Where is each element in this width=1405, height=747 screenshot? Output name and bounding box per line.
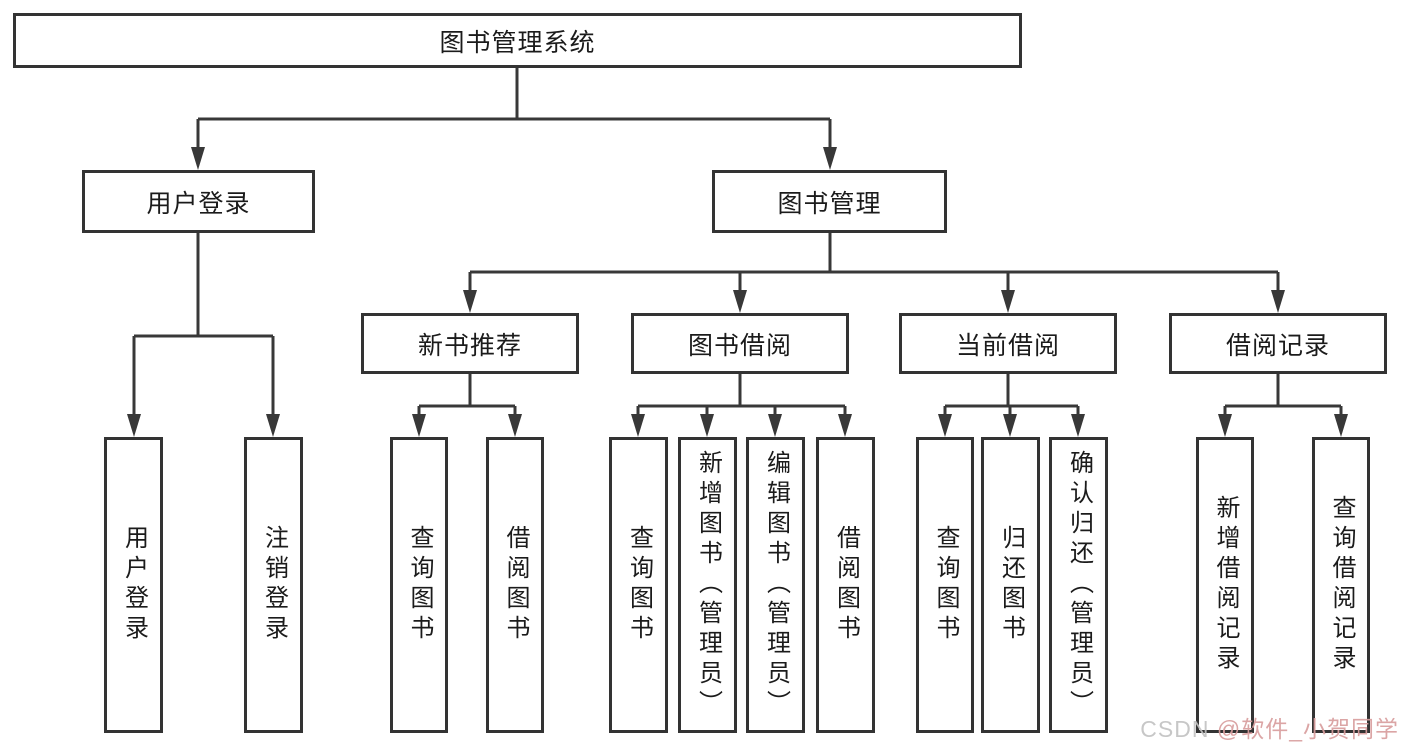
leaf-label: 用户登录 — [120, 525, 148, 645]
wires-user-login-branch — [127, 233, 280, 437]
wires-root-to-level2 — [191, 68, 837, 170]
node-book-borrowing: 图书借阅 — [631, 313, 849, 374]
wires-borrowing-records — [1218, 374, 1348, 437]
node-borrow-books-recommend: 借阅图书 — [486, 437, 544, 733]
leaf-label: 查询图书 — [932, 525, 959, 645]
wires-book-borrowing — [631, 374, 852, 437]
leaf-label: 查询图书 — [406, 525, 433, 645]
node-edit-books-admin: 编辑图书（管理员） — [746, 437, 805, 733]
node-return-books: 归还图书 — [981, 437, 1040, 733]
watermark-handle: @软件_小贺同学 — [1216, 716, 1399, 742]
leaf-label: 新增图书（管理员） — [694, 450, 722, 720]
leaf-label: 确认归还（管理员） — [1065, 450, 1093, 720]
node-user-login: 用户登录 — [104, 437, 163, 733]
leaf-label: 注销登录 — [260, 525, 288, 645]
node-add-borrow-record: 新增借阅记录 — [1196, 437, 1254, 733]
node-borrowing-records: 借阅记录 — [1169, 313, 1387, 374]
node-query-books-borrowing: 查询图书 — [609, 437, 668, 733]
leaf-label: 编辑图书（管理员） — [762, 450, 790, 720]
node-logout: 注销登录 — [244, 437, 303, 733]
node-confirm-return-admin: 确认归还（管理员） — [1049, 437, 1108, 733]
node-new-book-recommend: 新书推荐 — [361, 313, 579, 374]
node-user-login-branch: 用户登录 — [82, 170, 315, 233]
leaf-label: 归还图书 — [997, 525, 1025, 645]
leaf-label: 借阅图书 — [832, 525, 860, 645]
node-library-management-system: 图书管理系统 — [13, 13, 1022, 68]
wires-current-borrowing — [938, 374, 1085, 437]
node-query-books-recommend: 查询图书 — [390, 437, 448, 733]
node-add-books-admin: 新增图书（管理员） — [678, 437, 737, 733]
leaf-label: 借阅图书 — [502, 525, 529, 645]
csdn-watermark: CSDN @软件_小贺同学 — [1140, 710, 1399, 744]
node-borrow-books: 借阅图书 — [816, 437, 875, 733]
wires-book-management-branch — [463, 233, 1285, 313]
node-query-borrow-record: 查询借阅记录 — [1312, 437, 1370, 733]
node-current-borrowing: 当前借阅 — [899, 313, 1117, 374]
node-book-management-branch: 图书管理 — [712, 170, 947, 233]
wires-new-book-recommend — [412, 374, 522, 437]
leaf-label: 查询借阅记录 — [1328, 495, 1355, 675]
leaf-label: 查询图书 — [625, 525, 653, 645]
leaf-label: 新增借阅记录 — [1212, 495, 1239, 675]
watermark-prefix: CSDN — [1140, 716, 1217, 742]
node-query-books-current: 查询图书 — [916, 437, 974, 733]
